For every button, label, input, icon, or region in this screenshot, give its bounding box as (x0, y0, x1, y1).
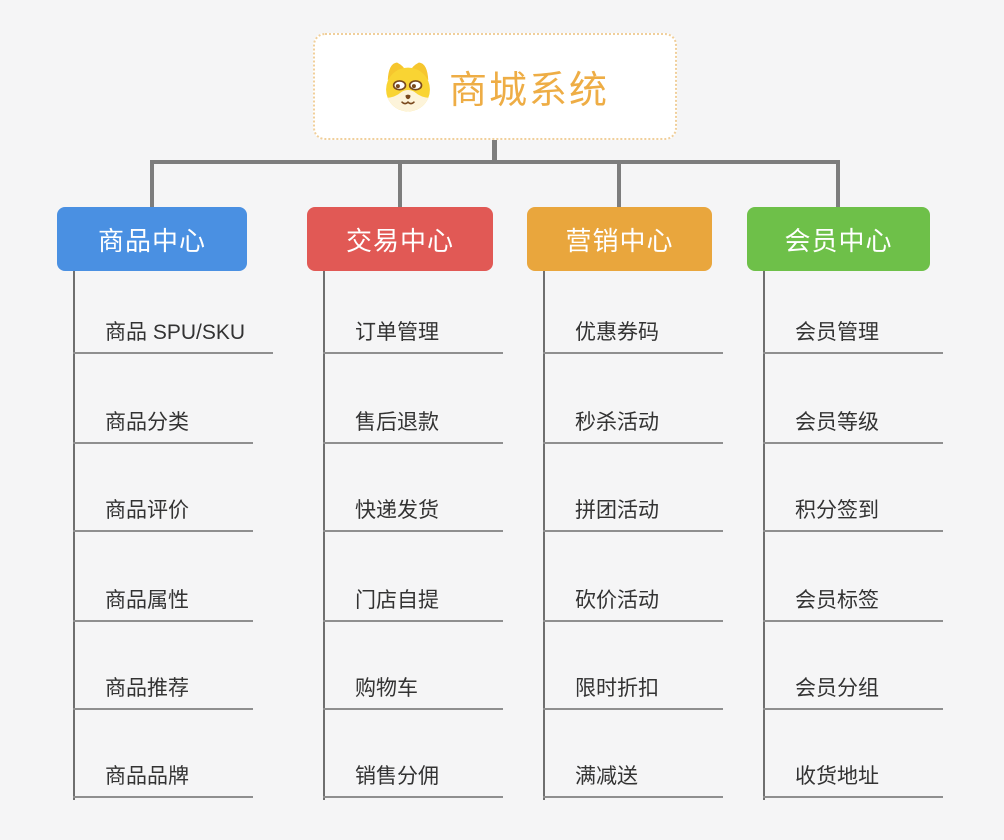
root-connector-line (492, 139, 497, 162)
leaf-node[interactable]: 商品分类 (73, 408, 253, 444)
children-column-product: 商品 SPU/SKU 商品分类 商品评价 商品属性 商品推荐 商品品牌 (73, 271, 313, 811)
leaf-node[interactable]: 满减送 (543, 762, 723, 798)
drop-line-member (836, 160, 840, 208)
branch-label: 交易中心 (345, 225, 454, 256)
leaf-node[interactable]: 快递发货 (323, 496, 503, 532)
root-node[interactable]: 商城系统 (313, 33, 677, 140)
trunk-line (763, 271, 765, 800)
leaf-node[interactable]: 商品品牌 (73, 762, 253, 798)
branch-node-member-center[interactable]: 会员中心 (747, 207, 930, 271)
branch-node-marketing-center[interactable]: 营销中心 (527, 207, 712, 271)
leaf-node[interactable]: 售后退款 (323, 408, 503, 444)
leaf-node[interactable]: 订单管理 (323, 318, 503, 354)
leaf-node[interactable]: 商品 SPU/SKU (73, 318, 274, 354)
branch-node-trade-center[interactable]: 交易中心 (307, 207, 493, 271)
leaf-node[interactable]: 商品属性 (73, 586, 253, 622)
leaf-node[interactable]: 购物车 (323, 674, 503, 710)
leaf-node[interactable]: 商品推荐 (73, 674, 253, 710)
trunk-line (73, 271, 75, 800)
leaf-node[interactable]: 商品评价 (73, 496, 253, 532)
branch-label: 会员中心 (784, 225, 893, 256)
leaf-node[interactable]: 优惠券码 (543, 318, 723, 354)
children-column-member: 会员管理 会员等级 积分签到 会员标签 会员分组 收货地址 (763, 271, 1003, 811)
children-column-marketing: 优惠券码 秒杀活动 拼团活动 砍价活动 限时折扣 满减送 (543, 271, 783, 811)
branch-bus-line (150, 160, 840, 164)
leaf-node[interactable]: 限时折扣 (543, 674, 723, 710)
leaf-node[interactable]: 会员分组 (763, 674, 943, 710)
leaf-node[interactable]: 会员标签 (763, 586, 943, 622)
drop-line-product (150, 160, 154, 208)
leaf-node[interactable]: 会员管理 (763, 318, 943, 354)
leaf-node[interactable]: 砍价活动 (543, 586, 723, 622)
leaf-node[interactable]: 收货地址 (763, 762, 943, 798)
leaf-node[interactable]: 秒杀活动 (543, 408, 723, 444)
leaf-node[interactable]: 销售分佣 (323, 762, 503, 798)
leaf-node[interactable]: 积分签到 (763, 496, 943, 532)
drop-line-trade (398, 160, 402, 208)
root-title: 商城系统 (448, 70, 609, 112)
leaf-node[interactable]: 拼团活动 (543, 496, 723, 532)
trunk-line (323, 271, 325, 800)
drop-line-marketing (617, 160, 621, 208)
dog-face-icon (386, 62, 430, 111)
leaf-node[interactable]: 门店自提 (323, 586, 503, 622)
branch-node-product-center[interactable]: 商品中心 (57, 207, 247, 271)
leaf-node[interactable]: 会员等级 (763, 408, 943, 444)
branch-label: 商品中心 (97, 225, 206, 256)
trunk-line (543, 271, 545, 800)
branch-label: 营销中心 (565, 225, 674, 256)
children-column-trade: 订单管理 售后退款 快递发货 门店自提 购物车 销售分佣 (323, 271, 563, 811)
